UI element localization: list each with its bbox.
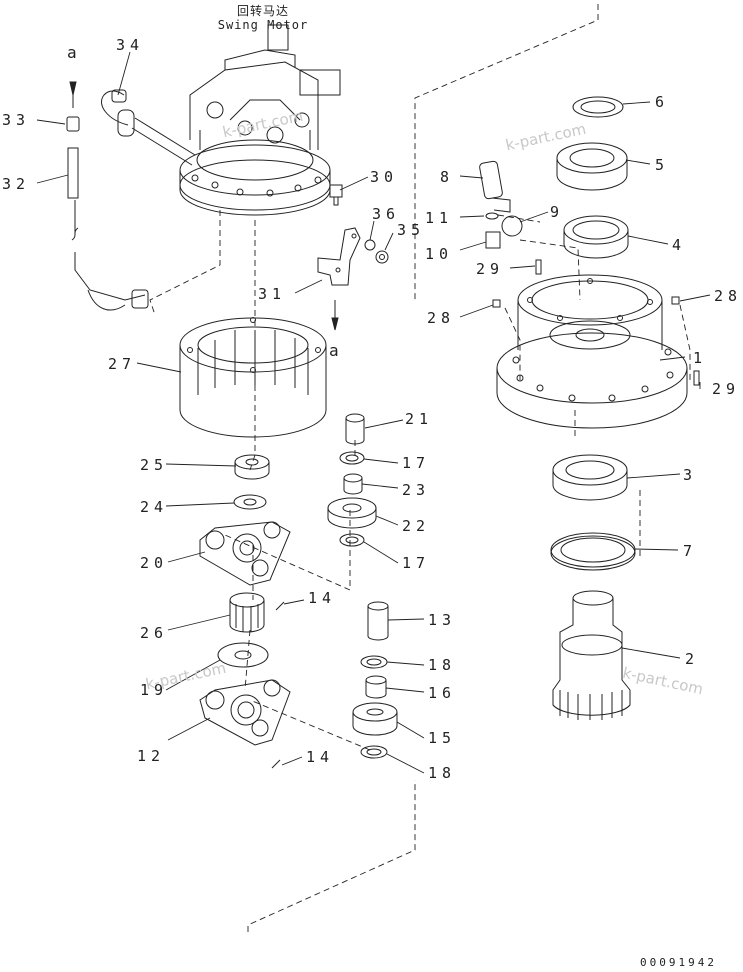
plug-30 bbox=[329, 184, 343, 206]
callout-29b: 29 bbox=[712, 380, 741, 398]
title-en: Swing Motor bbox=[217, 18, 309, 32]
callout-2: 2 bbox=[685, 650, 700, 668]
seal-7 bbox=[550, 532, 636, 571]
valve-8 bbox=[479, 160, 511, 213]
carrier-12 bbox=[199, 679, 291, 746]
gear-26 bbox=[229, 592, 265, 633]
small-parts-9-10-11 bbox=[485, 212, 523, 249]
shaft-2 bbox=[552, 590, 631, 720]
pipe-assembly bbox=[66, 89, 196, 311]
seal-6 bbox=[572, 96, 624, 118]
title-cn: 回转马达 bbox=[236, 4, 289, 18]
callout-6: 6 bbox=[655, 93, 670, 111]
ref-arrows bbox=[69, 81, 339, 331]
callout-13: 13 bbox=[428, 611, 457, 629]
callout-31: 31 bbox=[258, 285, 287, 303]
callout-29a: 29 bbox=[476, 260, 505, 278]
gear-22 bbox=[327, 497, 377, 529]
bush-23 bbox=[343, 473, 363, 495]
ref-mark-top: a bbox=[67, 43, 77, 62]
callout-21: 21 bbox=[405, 410, 434, 428]
callout-25: 25 bbox=[140, 456, 169, 474]
callout-12: 12 bbox=[137, 747, 166, 765]
shim-19 bbox=[217, 642, 269, 668]
ref-mark-bottom: a bbox=[329, 341, 339, 360]
callout-3: 3 bbox=[683, 466, 698, 484]
callout-8: 8 bbox=[440, 168, 455, 186]
pins-29 bbox=[535, 259, 700, 386]
bracket-31 bbox=[317, 227, 361, 286]
fittings-35-36 bbox=[364, 239, 389, 264]
callout-35: 35 bbox=[397, 221, 426, 239]
callout-28a: 28 bbox=[427, 309, 456, 327]
callout-7: 7 bbox=[683, 542, 698, 560]
callout-36: 36 bbox=[372, 205, 401, 223]
callout-22: 22 bbox=[402, 517, 431, 535]
callout-15: 15 bbox=[428, 729, 457, 747]
washers-17 bbox=[339, 451, 365, 547]
bearing-3 bbox=[552, 454, 628, 501]
callout-16: 16 bbox=[428, 684, 457, 702]
bearing-5 bbox=[556, 142, 628, 191]
collar-4 bbox=[563, 215, 629, 259]
pins-14 bbox=[271, 601, 285, 769]
callout-23: 23 bbox=[402, 481, 431, 499]
callout-1: 1 bbox=[693, 349, 708, 367]
plugs-28 bbox=[492, 296, 680, 308]
bush-16 bbox=[365, 675, 387, 699]
bearing-25 bbox=[234, 454, 270, 480]
pin-13 bbox=[367, 601, 389, 641]
callout-17b: 17 bbox=[402, 554, 431, 572]
callout-30: 30 bbox=[370, 168, 399, 186]
ring-gear-27 bbox=[179, 317, 327, 438]
callout-14a: 14 bbox=[308, 589, 337, 607]
doc-number: 00091942 bbox=[640, 956, 717, 969]
callout-18b: 18 bbox=[428, 764, 457, 782]
callout-32: 32 bbox=[2, 175, 31, 193]
leader-lines bbox=[36, 51, 711, 774]
callout-18a: 18 bbox=[428, 656, 457, 674]
housing-1 bbox=[496, 274, 688, 429]
callout-4: 4 bbox=[672, 236, 687, 254]
callout-34: 34 bbox=[116, 36, 145, 54]
callout-11: 11 bbox=[425, 209, 454, 227]
callout-17a: 17 bbox=[402, 454, 431, 472]
callout-5: 5 bbox=[655, 156, 670, 174]
callout-33: 33 bbox=[2, 111, 31, 129]
dash-lines bbox=[149, 4, 691, 932]
washer-24 bbox=[233, 494, 267, 510]
swing-motor bbox=[179, 24, 341, 216]
pin-21 bbox=[345, 413, 365, 445]
callout-20: 20 bbox=[140, 554, 169, 572]
callout-27: 27 bbox=[108, 355, 137, 373]
gear-15 bbox=[352, 702, 398, 736]
carrier-20 bbox=[199, 521, 291, 586]
callout-9: 9 bbox=[550, 203, 565, 221]
callout-26: 26 bbox=[140, 624, 169, 642]
callout-19: 19 bbox=[140, 681, 169, 699]
callout-24: 24 bbox=[140, 498, 169, 516]
callout-14b: 14 bbox=[306, 748, 335, 766]
callout-10: 10 bbox=[425, 245, 454, 263]
callout-28b: 28 bbox=[714, 287, 743, 305]
washers-18 bbox=[360, 655, 388, 759]
